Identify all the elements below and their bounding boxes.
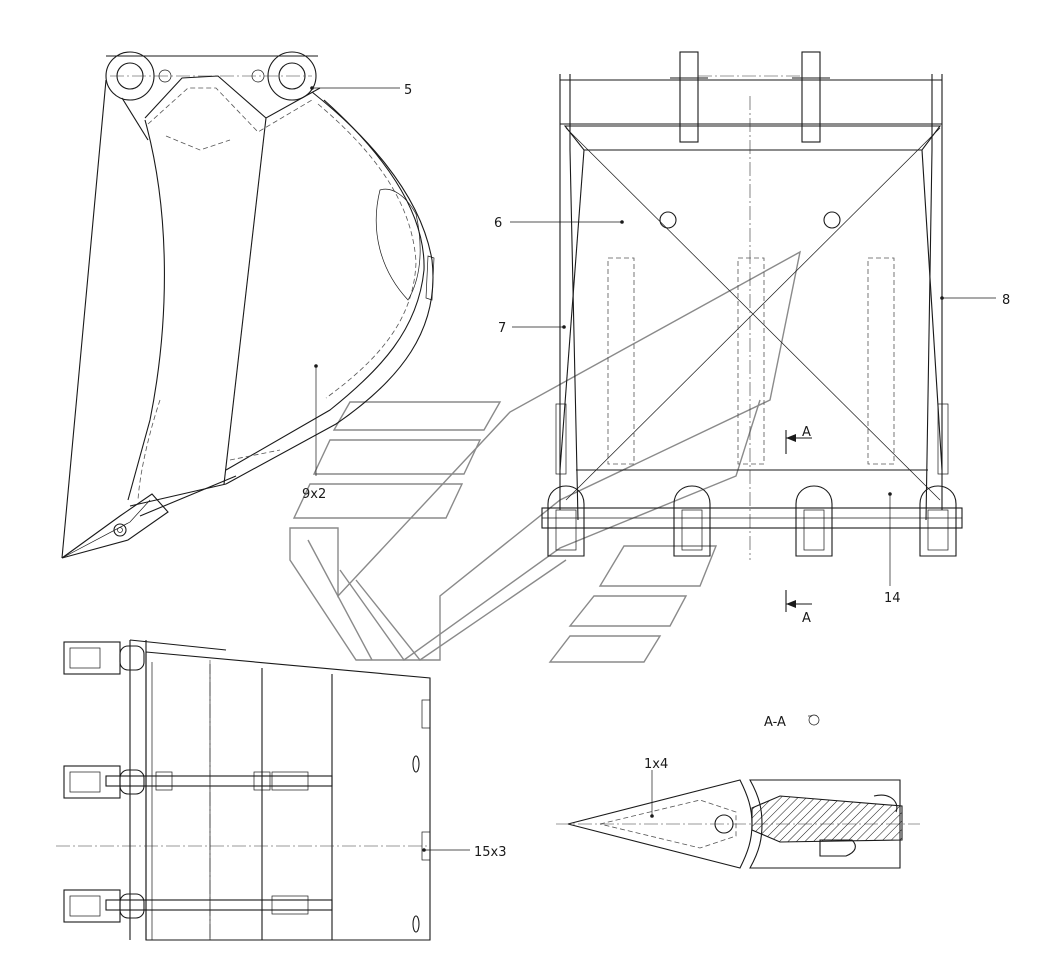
label-part-5: 5 bbox=[404, 83, 412, 98]
label-section-mark-top: A bbox=[802, 425, 811, 440]
label-section-title: A-A bbox=[764, 715, 786, 730]
label-section-mark-bottom: A bbox=[802, 611, 811, 626]
tooth-row bbox=[547, 485, 957, 557]
label-part-14: 14 bbox=[884, 591, 901, 606]
label-part-9x2: 9x2 bbox=[302, 487, 326, 502]
watermark-logo bbox=[289, 250, 801, 663]
section-a-a bbox=[556, 714, 920, 869]
side-view bbox=[61, 51, 435, 559]
label-part-1x4: 1x4 bbox=[644, 757, 668, 772]
label-part-8: 8 bbox=[1002, 293, 1010, 308]
top-view bbox=[56, 639, 470, 941]
label-part-7: 7 bbox=[498, 321, 506, 336]
label-part-15x3: 15x3 bbox=[474, 845, 507, 860]
front-view bbox=[510, 51, 996, 612]
label-part-6: 6 bbox=[494, 216, 502, 231]
